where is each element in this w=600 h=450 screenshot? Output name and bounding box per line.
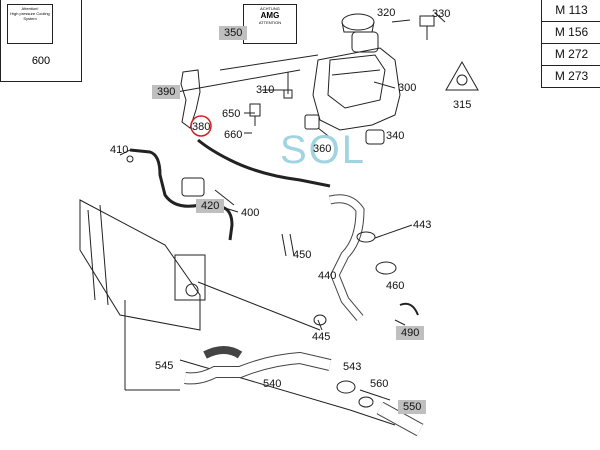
part-label-420: 420 bbox=[196, 199, 225, 213]
part-label-543: 543 bbox=[343, 361, 362, 373]
part-label-450: 450 bbox=[293, 249, 312, 261]
watermark: SOL bbox=[280, 128, 367, 172]
part-label-410: 410 bbox=[110, 144, 129, 156]
leader-line bbox=[434, 12, 446, 23]
reservoir-cap bbox=[341, 13, 375, 31]
leader-line bbox=[373, 81, 396, 89]
engine-row: M 272 bbox=[542, 44, 600, 66]
part-label-443: 443 bbox=[413, 219, 432, 231]
leader-line bbox=[349, 409, 396, 426]
bracket-390 bbox=[180, 69, 201, 129]
engine-row: M 156 bbox=[542, 22, 600, 44]
o-ring-410 bbox=[126, 155, 134, 163]
part-490 bbox=[399, 302, 419, 316]
part-label-560: 560 bbox=[370, 378, 389, 390]
part-label-360: 360 bbox=[313, 143, 332, 155]
part-label-310: 310 bbox=[256, 84, 275, 96]
part-label-330: 330 bbox=[432, 8, 451, 20]
engine-row: M 273 bbox=[542, 66, 600, 88]
leader-line bbox=[374, 224, 413, 239]
clip-450 bbox=[281, 233, 295, 257]
part-label-440: 440 bbox=[318, 270, 337, 282]
reservoir-cap-side bbox=[341, 21, 375, 33]
part-label-540: 540 bbox=[263, 378, 282, 390]
sticker-600-line: High pressure Cooling bbox=[10, 11, 50, 16]
reservoir-tank bbox=[312, 47, 401, 131]
part-label-550: 550 bbox=[398, 400, 427, 414]
reservoir-detail bbox=[327, 54, 386, 109]
part-label-320: 320 bbox=[377, 7, 396, 19]
hose-380 bbox=[197, 138, 331, 188]
radiator bbox=[79, 199, 201, 331]
leader-line bbox=[219, 54, 319, 71]
engine-table: M 113 M 156 M 272 M 273 bbox=[541, 0, 600, 88]
part-label-400: 400 bbox=[241, 207, 260, 219]
ring-543 bbox=[336, 380, 356, 394]
part-420 bbox=[181, 177, 205, 197]
hose-440-inner bbox=[329, 195, 364, 321]
part-label-380: 380 bbox=[192, 121, 211, 133]
part-label-460: 460 bbox=[386, 280, 405, 292]
leader-line bbox=[119, 149, 131, 156]
sticker-350-line: ACHTUNG bbox=[260, 6, 280, 11]
clamp-460 bbox=[375, 261, 397, 275]
warning-triangle bbox=[445, 60, 479, 91]
leader-line bbox=[391, 19, 411, 23]
part-label-545: 545 bbox=[155, 360, 174, 372]
o-ring-445 bbox=[313, 314, 327, 326]
part-label-445: 445 bbox=[312, 331, 331, 343]
radiator-port bbox=[185, 283, 199, 297]
leader-line bbox=[359, 389, 391, 401]
part-label-340: 340 bbox=[386, 130, 405, 142]
hose-540-inner bbox=[184, 352, 332, 384]
leader-line bbox=[197, 281, 321, 331]
leader-line bbox=[394, 319, 406, 326]
part-label-350: 350 bbox=[219, 26, 248, 40]
pipe-400 bbox=[129, 148, 234, 241]
ring-443 bbox=[356, 231, 376, 243]
warning-circle bbox=[456, 74, 468, 86]
leader-line bbox=[179, 359, 351, 411]
sticker-600: Attention! High pressure Cooling System bbox=[7, 4, 53, 44]
sticker-600-line: Attention! bbox=[21, 6, 39, 11]
hose-550-inner bbox=[377, 402, 423, 436]
part-label-490: 490 bbox=[396, 326, 425, 340]
sticker-600-panel: Attention! High pressure Cooling System … bbox=[0, 0, 82, 82]
sticker-350-line: ATTENTION bbox=[258, 20, 282, 25]
plug-340 bbox=[365, 129, 385, 145]
sensor-310-head bbox=[283, 89, 293, 99]
clamp-560 bbox=[358, 396, 374, 408]
sticker-350: ACHTUNG AMG ATTENTION bbox=[243, 4, 297, 44]
part-label-660: 660 bbox=[224, 129, 243, 141]
radiator-tank bbox=[174, 254, 206, 301]
part-label-650: 650 bbox=[222, 108, 241, 120]
part-label-300: 300 bbox=[398, 82, 417, 94]
radiator-side bbox=[87, 209, 96, 301]
radiator-side-2 bbox=[99, 204, 109, 306]
part-label-315: 315 bbox=[453, 99, 472, 111]
engine-row: M 113 bbox=[542, 0, 600, 22]
hose-540-branch bbox=[203, 346, 243, 359]
leader-line bbox=[214, 189, 235, 206]
amg-logo: AMG bbox=[260, 11, 280, 20]
highlight-380 bbox=[190, 115, 212, 137]
valve-650 bbox=[249, 103, 261, 117]
sticker-600-line: System bbox=[23, 16, 37, 21]
reservoir-line bbox=[331, 69, 381, 76]
leader-line bbox=[317, 127, 337, 143]
part-label-390: 390 bbox=[152, 85, 181, 99]
clamp-360 bbox=[304, 114, 320, 130]
part-label-600: 600 bbox=[31, 55, 51, 67]
